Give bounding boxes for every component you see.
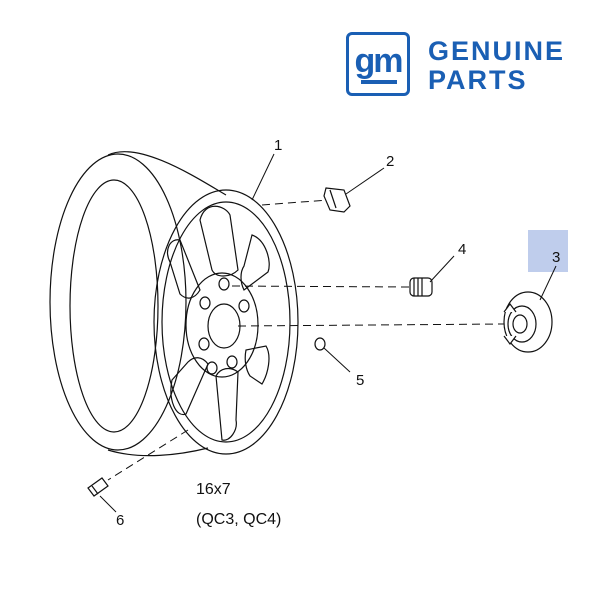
leader-1 (251, 153, 275, 201)
valve-stem-part (323, 187, 351, 213)
wheel-front-rim (153, 189, 299, 455)
leader-2 (345, 167, 385, 195)
wheel-back-rim-inner (69, 179, 159, 433)
leader-dash-6 (107, 429, 189, 481)
highlight-box-3 (528, 230, 568, 272)
wheel-spoke-lower-right (244, 345, 270, 385)
wheel-spoke-bottom (215, 367, 239, 441)
wheel-back-rim (49, 153, 187, 451)
callout-4: 4 (458, 241, 466, 258)
wheel-codes-label: (QC3, QC4) (196, 511, 281, 528)
brand-line-parts: PARTS (428, 65, 528, 95)
lug-hole (199, 296, 211, 310)
leader-4 (429, 255, 455, 283)
genuine-parts-logo: gm GENUINE PARTS (346, 32, 578, 100)
leader-3 (539, 265, 557, 301)
callout-5: 5 (356, 372, 364, 389)
lug-hole (206, 361, 218, 375)
callout-6: 6 (116, 512, 124, 529)
leader-6 (99, 495, 117, 513)
leader-5 (323, 347, 351, 373)
leader-dash-2 (261, 199, 329, 206)
leader-dash-3 (237, 323, 506, 327)
callout-2: 2 (386, 153, 394, 170)
lug-hole (198, 337, 210, 351)
wheel-spoke-bottom-left (170, 357, 209, 416)
brand-line-genuine: GENUINE (428, 36, 566, 66)
stud-part (87, 477, 109, 497)
lug-hole (226, 355, 238, 369)
lug-hole (218, 277, 230, 291)
center-cap-part (503, 291, 553, 353)
gm-logo-underline (361, 80, 397, 84)
lug-hole (238, 299, 250, 313)
wheel-spoke-upper-right (240, 234, 270, 291)
wheel-spoke-left (167, 239, 201, 299)
leader-dash-4 (231, 285, 411, 288)
wheel-hub (185, 272, 259, 378)
gm-logo-text: gm (354, 42, 404, 80)
wheel-hub-center (207, 303, 241, 349)
plug-part (314, 337, 326, 351)
callout-1: 1 (274, 137, 282, 154)
wheel-barrel-bottom (107, 447, 209, 457)
lug-nut-part (409, 277, 433, 297)
wheel-front-rim-lip (161, 201, 291, 443)
wheel-spoke-top (199, 205, 239, 277)
wheel-size-label: 16x7 (196, 481, 231, 498)
callout-3: 3 (552, 249, 560, 266)
gm-logo-icon: gm (346, 32, 410, 96)
wheel-barrel-top (107, 151, 227, 196)
